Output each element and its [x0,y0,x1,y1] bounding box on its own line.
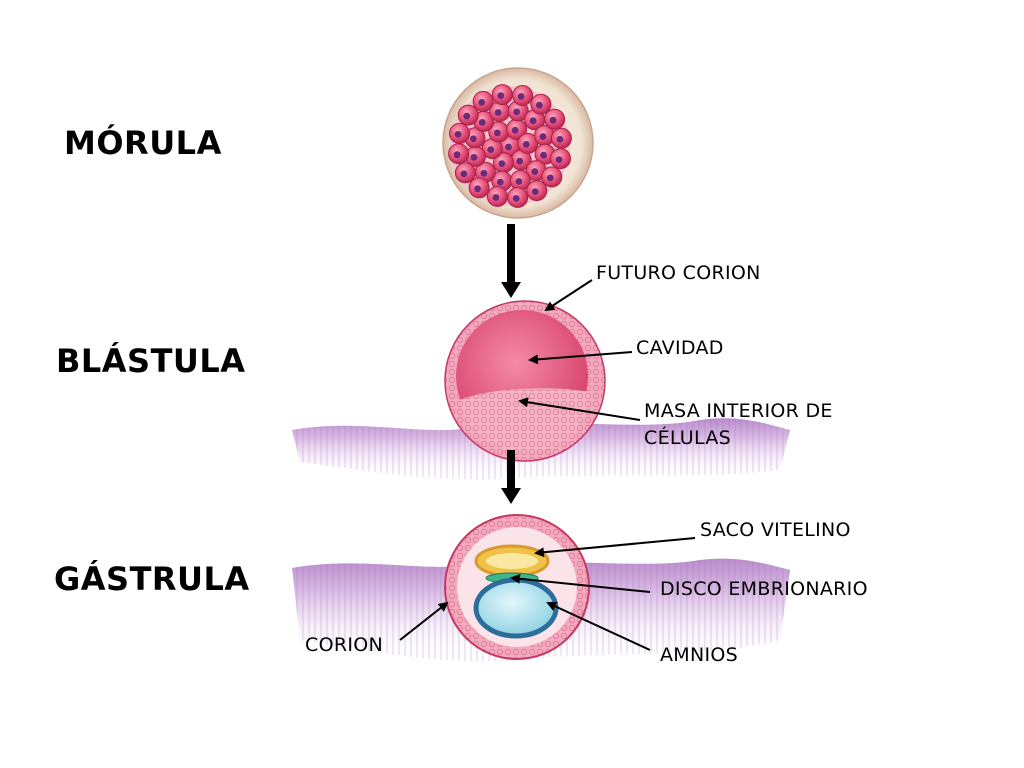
label-amnios: AMNIOS [660,644,739,666]
morula-cell-nucleus [522,141,530,148]
morula-cell-nucleus [531,168,539,176]
label-futuro-corion: FUTURO CORION [596,262,761,284]
morula-cell-nucleus [512,195,520,202]
morula-cell-nucleus [480,169,488,177]
arrow-blastula-to-gastrula [501,450,521,504]
morula-cell-nucleus [556,135,564,143]
morula-cell-nucleus [511,126,519,134]
morula-cell-nucleus [555,156,563,164]
morula-cell-nucleus [531,188,539,196]
label-cavidad: CAVIDAD [636,337,724,359]
morula-cell-nucleus [496,178,504,186]
morula-cell-nucleus [470,135,477,143]
morula-cell-nucleus [536,101,543,109]
label-masa-interior-line2: CÉLULAS [644,427,731,449]
leader-lines [399,279,696,651]
title-morula: MÓRULA [64,124,222,162]
morula-cell-nucleus [497,92,505,99]
morula-illustration [442,67,594,219]
morula-cell-nucleus [546,174,554,182]
morula-cell-nucleus [494,109,502,116]
morula-cell-nucleus [454,131,462,138]
morula-cell-nucleus [460,170,468,178]
leader-corion [399,601,449,641]
leader-cavidad [528,351,633,365]
morula-cell-nucleus [549,116,557,124]
title-blastula: BLÁSTULA [56,342,246,380]
morula-cell-nucleus [463,112,471,120]
label-corion: CORION [305,634,383,656]
label-disco-embrionario: DISCO EMBRIONARIO [660,578,868,600]
arrow-morula-to-blastula [501,224,521,298]
morula-cell-nucleus [540,151,547,159]
leader-amnios [546,601,651,651]
title-gastrula: GÁSTRULA [54,560,250,598]
morula-cell-nucleus [515,178,523,185]
morula-cell-nucleus [505,143,512,151]
morula-cell-nucleus [493,129,501,137]
blastula-illustration [292,300,790,480]
leader-saco-vitelino [534,537,696,558]
morula-cell-nucleus [478,99,486,106]
morula-cell-nucleus [474,185,481,193]
label-masa-interior-line1: MASA INTERIOR DE [644,400,833,422]
leader-masa-interior [518,397,641,421]
morula-cell-nucleus [470,154,478,161]
morula-cell-nucleus [492,194,500,201]
morula-cell-nucleus [539,133,547,141]
morula-cell-nucleus [516,157,524,165]
morula-cell-nucleus [517,93,525,100]
morula-cell-nucleus [529,117,537,125]
leader-futuro-corion [544,279,593,312]
label-saco-vitelino: SACO VITELINO [700,519,851,541]
morula-cell-nucleus [478,119,486,126]
leader-disco-embrionario [510,573,651,593]
morula-cell-nucleus [453,151,461,159]
morula-cell-nucleus [498,160,506,168]
morula-cell-nucleus [487,146,495,154]
morula-cell-nucleus [513,108,521,116]
